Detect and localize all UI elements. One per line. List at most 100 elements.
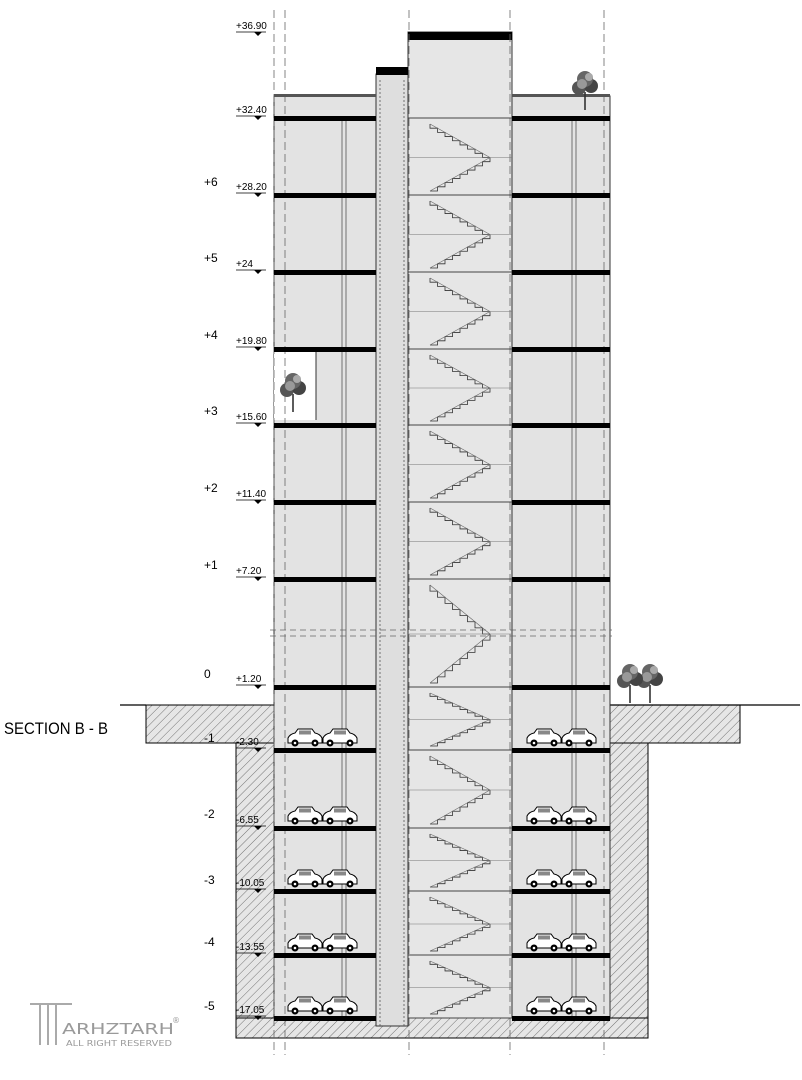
watermark-tagline: ALL RIGHT RESERVED <box>66 1039 172 1048</box>
building-body <box>270 10 612 1055</box>
stair-stringer <box>429 200 491 235</box>
floor-slab-left <box>274 1016 376 1021</box>
level-marker-icon <box>254 889 262 893</box>
floor-slab-right <box>512 685 610 690</box>
elevation-label: +28.20 <box>236 182 267 193</box>
level-marker-icon <box>254 685 262 689</box>
stair-stringer <box>429 541 491 576</box>
stair-stringer <box>429 277 491 312</box>
elevation-label: -10.05 <box>236 878 265 889</box>
elevation-label: +24 <box>236 259 253 270</box>
elevation-label: +32.40 <box>236 105 267 116</box>
level-marker-icon <box>254 953 262 957</box>
level-marker-icon <box>254 116 262 120</box>
floor-number: -3 <box>204 873 215 887</box>
stair-stringer <box>429 692 491 720</box>
level-marker-icon <box>254 1016 262 1020</box>
level-marker-icon <box>254 826 262 830</box>
level-marker-icon <box>254 500 262 504</box>
floor-slab-left <box>274 347 376 352</box>
level-marker-icon <box>254 270 262 274</box>
stair-stringer <box>429 896 491 925</box>
stair-stringer <box>429 123 491 158</box>
stair-stringer <box>429 157 491 192</box>
floor-slabs <box>274 94 610 1021</box>
right-wing <box>511 95 611 1019</box>
floor-slab-left <box>274 270 376 275</box>
floor-number: +4 <box>204 328 218 342</box>
stair-flights <box>408 123 512 1015</box>
stair-stringer <box>429 719 491 747</box>
floor-slab-right <box>512 347 610 352</box>
floor-slab-right <box>512 889 610 894</box>
stair-stringer <box>429 311 491 346</box>
roof-parapet <box>512 94 610 97</box>
stair-stringer <box>429 923 491 952</box>
floor-slab-right <box>512 423 610 428</box>
stair-stringer <box>429 987 491 1015</box>
retaining-wall-left <box>235 742 275 1039</box>
stair-stringer <box>429 507 491 542</box>
floor-slab-left <box>274 826 376 831</box>
ground-section <box>120 704 800 1039</box>
stair-stringer <box>429 584 491 635</box>
stair-stringer <box>429 387 491 422</box>
floor-number: -4 <box>204 935 215 949</box>
watermark-brand: ARHZTARH <box>62 1020 174 1038</box>
watermark-mark: ® <box>172 1016 180 1025</box>
level-marker-icon <box>254 577 262 581</box>
floor-slab-left <box>274 577 376 582</box>
elevator-shaft <box>375 73 409 1027</box>
floor-number: -2 <box>204 807 215 821</box>
floor-slab-left <box>274 193 376 198</box>
floor-slab-right <box>512 953 610 958</box>
watermark-logo: ARHZTARH ® ALL RIGHT RESERVED <box>30 1003 180 1048</box>
floor-number: +3 <box>204 404 218 418</box>
roof-parapet <box>274 94 376 97</box>
elevation-label: +1.20 <box>236 674 262 685</box>
floor-number: +6 <box>204 175 218 189</box>
floor-slab-left <box>274 953 376 958</box>
elevation-label: -2.30 <box>236 737 259 748</box>
section-title: SECTION B - B <box>4 719 108 738</box>
ground-left <box>145 704 275 744</box>
floor-slab-right <box>512 193 610 198</box>
level-marker-icon <box>254 193 262 197</box>
left-wing <box>273 95 377 1019</box>
retaining-wall-right <box>609 742 649 1039</box>
floor-slab-right <box>512 748 610 753</box>
floor-number: +2 <box>204 481 218 495</box>
level-labels: +36.90 +32.40 +28.20 +6 +24 +5 +19.80 +4 +15.60 +… <box>204 21 267 1020</box>
floor-number: -1 <box>204 731 215 745</box>
level-marker-icon <box>254 347 262 351</box>
floor-number: 0 <box>204 667 211 681</box>
floor-number: +5 <box>204 251 218 265</box>
floor-slab-right <box>512 577 610 582</box>
floor-slab-right <box>512 270 610 275</box>
stair-stringer <box>429 234 491 269</box>
tree-icon <box>616 663 644 704</box>
elevation-label: +19.80 <box>236 336 267 347</box>
elevation-label: -6.55 <box>236 815 259 826</box>
stair-stringer <box>429 633 491 684</box>
elevation-label: -13.55 <box>236 942 265 953</box>
stair-stringer <box>429 430 491 465</box>
elevation-label: +15.60 <box>236 412 267 423</box>
stair-stringer <box>429 755 491 791</box>
level-marker-icon <box>254 748 262 752</box>
elevation-label: +36.90 <box>236 21 267 32</box>
elevation-label: +7.20 <box>236 566 262 577</box>
floor-slab-left <box>274 500 376 505</box>
floor-slab-right <box>512 1016 610 1021</box>
level-marker-icon <box>254 423 262 427</box>
elevation-label: -17.05 <box>236 1005 265 1016</box>
floor-slab-left <box>274 748 376 753</box>
floor-slab-left <box>274 685 376 690</box>
stair-stringer <box>429 464 491 499</box>
floor-slab-right <box>512 116 610 121</box>
floor-number: +1 <box>204 558 218 572</box>
floor-slab-right <box>512 500 610 505</box>
stair-stringer <box>429 789 491 825</box>
column-logo-icon <box>30 1003 72 1045</box>
